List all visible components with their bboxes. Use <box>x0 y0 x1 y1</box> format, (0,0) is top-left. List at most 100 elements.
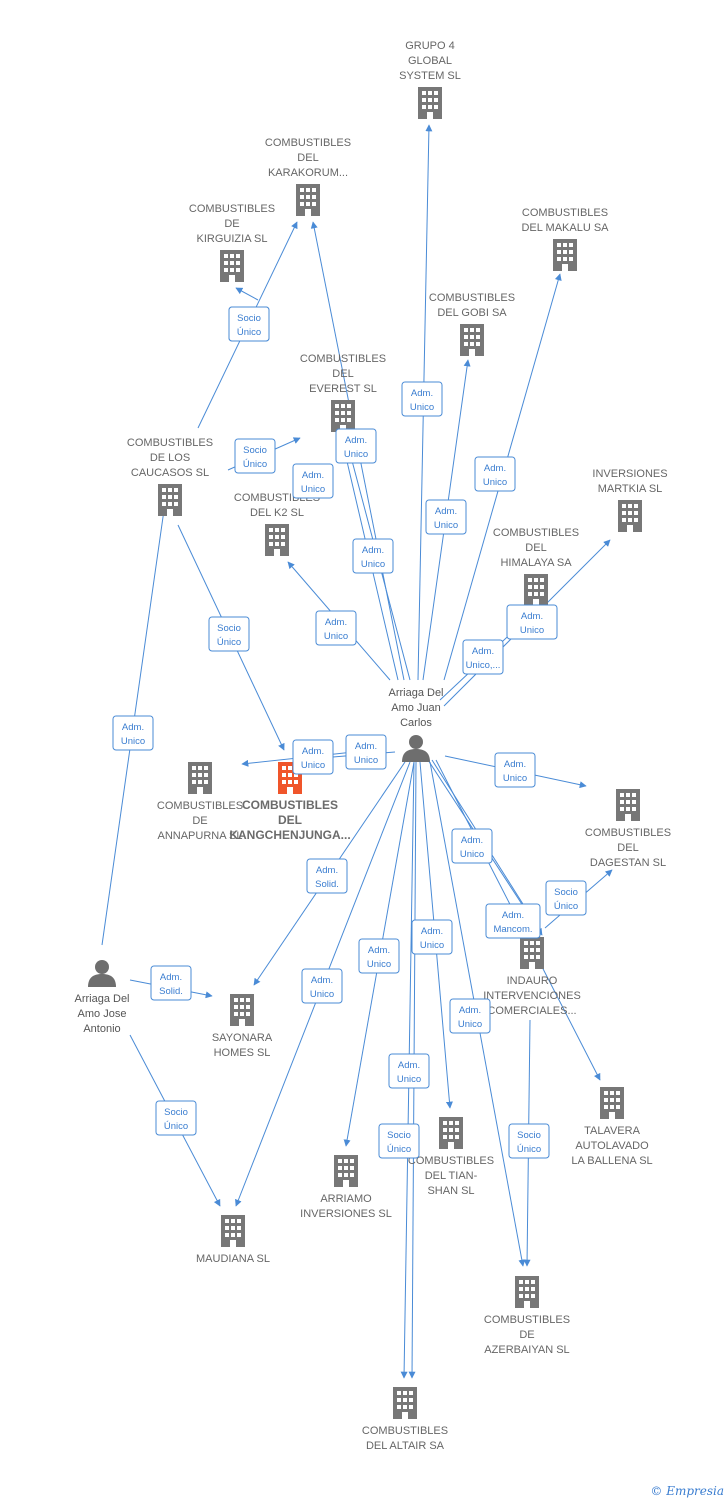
edge-label-juancarlos-to-caucasos[interactable]: Adm.Unico <box>352 538 394 574</box>
node-label-line: KIRGUIZIA SL <box>197 233 268 245</box>
node-label-line: DEL <box>297 152 318 164</box>
edge-label-juancarlos-to-karakorum[interactable]: Adm.Unico <box>292 463 334 499</box>
edge-label-juancarlos-to-himalaya[interactable]: Adm.Unico,... <box>462 639 504 675</box>
edge-label-juancarlos-to-altair[interactable]: Adm. Unico <box>388 1053 430 1089</box>
edge-label-juancarlos-to-annapurna[interactable]: Adm.Unico <box>292 739 334 775</box>
building-icon <box>439 1117 463 1149</box>
node-indauro[interactable]: INDAUROINTERVENCIONESCOMERCIALES... <box>483 937 581 1017</box>
node-label-line: COMBUSTIBLES <box>127 437 213 449</box>
edge-label-juancarlos-to-dagestan[interactable]: Adm.Unico <box>494 752 536 788</box>
building-icon <box>618 500 642 532</box>
edge-label-text: Unico <box>397 1074 421 1085</box>
edge-label-juancarlos-to-sayonara[interactable]: Adm.Solid. <box>306 858 348 894</box>
node-kangchenjunga[interactable]: COMBUSTIBLESDELKANGCHENJUNGA... <box>229 762 351 842</box>
edge-label-text: Unico,... <box>466 660 501 671</box>
edge-label-juancarlos-to-everest[interactable]: Adm.Unico <box>335 428 377 464</box>
node-label-line: MARTKIA SL <box>598 483 663 495</box>
edge-label-juancarlos-to-tianshan[interactable]: Adm.Unico <box>411 919 453 955</box>
edge-label-text: Socio <box>217 623 241 634</box>
edge-label-box <box>112 715 154 751</box>
building-icon <box>520 937 544 969</box>
edge-label-text: Único <box>237 327 261 338</box>
edge-label-juancarlos-to-arriamo[interactable]: Adm.Unico <box>358 938 400 974</box>
edge-label-text: Adm. <box>302 746 324 757</box>
edge-label-juancarlos-to-grupo4[interactable]: Adm.Unico <box>401 381 443 417</box>
edge-label-juancarlos-to-azerbaiyan[interactable]: Adm.Unico <box>449 998 491 1034</box>
edge-label-box <box>358 938 400 974</box>
building-icon <box>393 1387 417 1419</box>
node-label-line: INVERSIONES SL <box>300 1208 392 1220</box>
building-icon <box>553 239 577 271</box>
node-label-line: COMBUSTIBLES <box>429 292 515 304</box>
edge-label-box <box>292 463 334 499</box>
edge-label-text: Adm. <box>398 1060 420 1071</box>
edge-label-juancarlos-to-indauro[interactable]: Adm.Mancom. <box>485 903 541 939</box>
edge-label-text: Unico <box>434 520 458 531</box>
edge-label-joseantonio-to-sayonara[interactable]: Adm.Solid. <box>150 965 192 1001</box>
edge-label-text: Adm. <box>316 865 338 876</box>
edge-label-juancarlos-to-maudiana[interactable]: Adm.Unico <box>301 968 343 1004</box>
edge-label-box <box>545 880 587 916</box>
building-icon <box>188 762 212 794</box>
node-label-line: SYSTEM SL <box>399 70 461 82</box>
edge-label-juancarlos-to-martkia[interactable]: Adm.Unico <box>506 604 558 640</box>
edge-label-joseantonio-to-caucasos[interactable]: Adm.Unico <box>112 715 154 751</box>
edge-label-juancarlos-to-makalu[interactable]: Adm.Unico <box>474 456 516 492</box>
building-icon <box>600 1087 624 1119</box>
edge-label-juancarlos-to-k2[interactable]: Adm.Unico <box>315 610 357 646</box>
node-label-line: HIMALAYA SA <box>500 557 572 569</box>
building-icon <box>265 524 289 556</box>
building-icon <box>515 1276 539 1308</box>
node-maudiana[interactable]: MAUDIANA SL <box>196 1215 270 1265</box>
node-label-line: MAUDIANA SL <box>196 1253 270 1265</box>
edge-label-juancarlos-to-gobi[interactable]: Adm. Unico <box>425 499 467 535</box>
edge-label-text: Unico <box>354 755 378 766</box>
edge-label-text: Unico <box>344 449 368 460</box>
node-label-line: INTERVENCIONES <box>483 990 581 1002</box>
edge-label-text: Unico <box>301 484 325 495</box>
node-label-line: Amo Jose <box>78 1008 127 1020</box>
edge-label-text: Unico <box>410 402 434 413</box>
edge-label-text: Adm. <box>122 722 144 733</box>
edge-label-juancarlos-to-kangchenjunga[interactable]: Adm.Unico <box>345 734 387 770</box>
edge-label-text: Adm. <box>435 506 457 517</box>
edge-label-box <box>234 438 276 474</box>
edge-label-juancarlos-to-indauro[interactable]: Adm.Unico <box>451 828 493 864</box>
node-label-line: GLOBAL <box>408 55 452 67</box>
edge-label-text: Socio <box>387 1130 411 1141</box>
edge-label-box <box>508 1123 550 1159</box>
node-label-line: COMBUSTIBLES <box>242 798 338 812</box>
node-karakorum[interactable]: COMBUSTIBLESDELKARAKORUM... <box>265 137 351 216</box>
node-label-line: INDAURO <box>507 975 558 987</box>
edge-label-box <box>150 965 192 1001</box>
edge-label-text: Adm. <box>459 1005 481 1016</box>
building-icon <box>418 87 442 119</box>
node-label-line: DEL MAKALU SA <box>521 222 609 234</box>
